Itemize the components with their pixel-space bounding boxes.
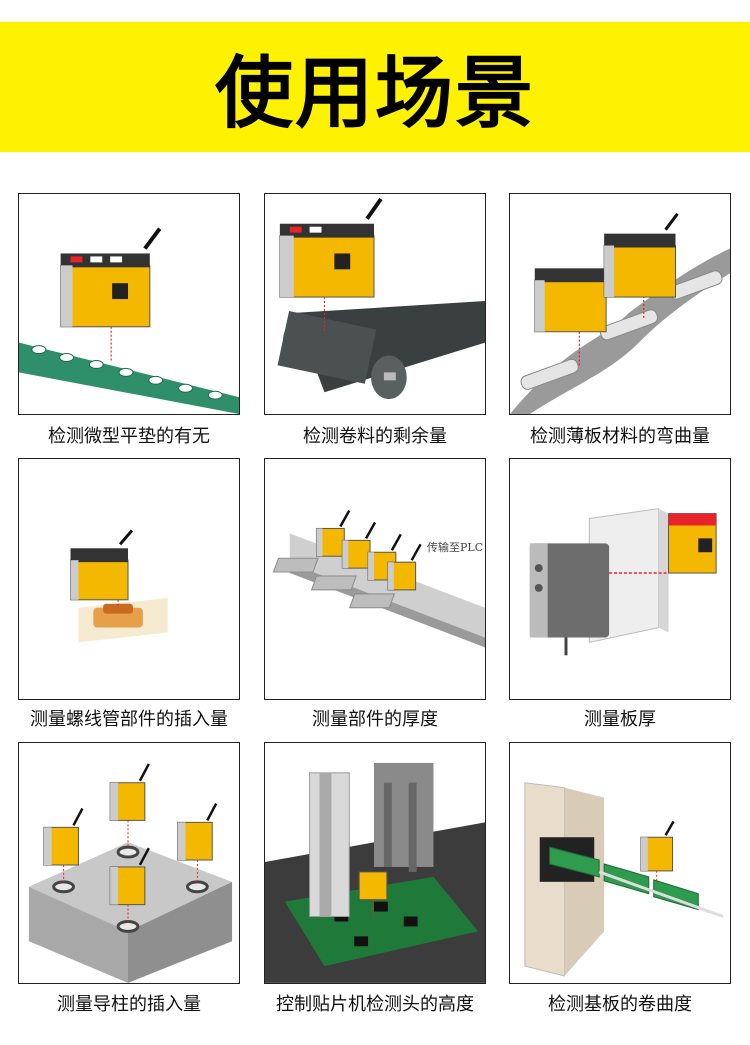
plc-note: 传输至PLC [427,541,484,554]
scene-image-2 [264,193,486,415]
scene-caption-9: 检测基板的卷曲度 [548,994,692,1015]
scene-caption-6: 测量板厚 [584,709,656,730]
scene-image-9 [509,742,731,984]
scene-image-7 [18,742,240,984]
scene-image-5: 传输至PLC [264,458,486,700]
scene-caption-4: 测量螺线管部件的插入量 [30,709,228,730]
scene-caption-1: 检测微型平垫的有无 [48,426,210,447]
scene-caption-7: 测量导柱的插入量 [57,994,201,1015]
scene-image-3 [509,193,731,415]
title-banner: 使用场景 [0,22,750,152]
scene-caption-2: 检测卷料的剩余量 [303,426,447,447]
scene-caption-3: 检测薄板材料的弯曲量 [530,426,710,447]
scene-image-4 [18,458,240,700]
scene-caption-5: 测量部件的厚度 [312,709,438,730]
scene-caption-8: 控制贴片机检测头的高度 [276,994,474,1015]
page-title: 使用场景 [214,49,535,139]
scene-image-1 [18,193,240,415]
scene-image-6 [509,458,731,700]
scene-image-8 [264,742,486,984]
